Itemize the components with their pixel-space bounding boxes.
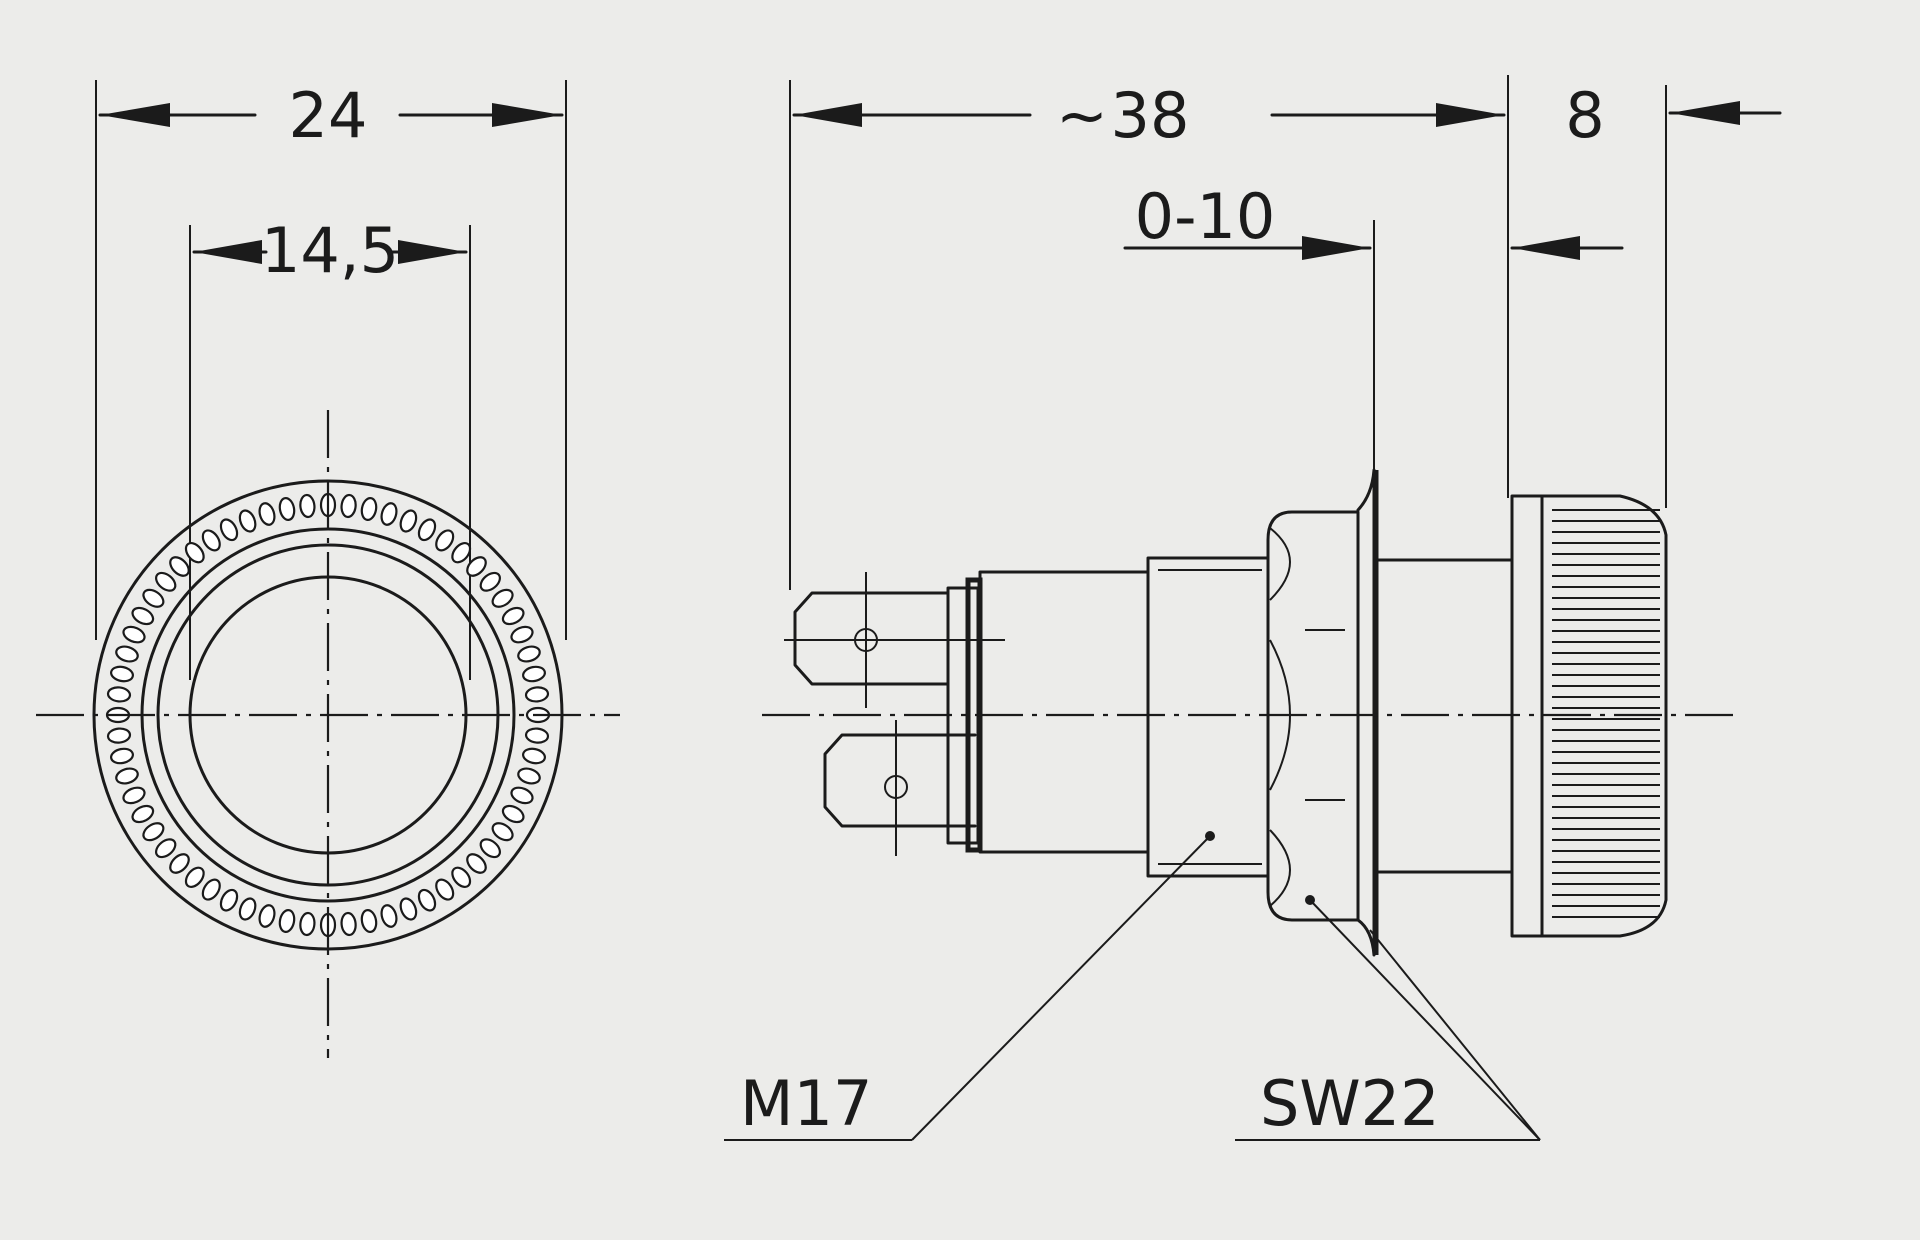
knurl-bead xyxy=(399,897,418,921)
knurl-bead xyxy=(169,556,190,577)
knurl-bead xyxy=(201,878,221,901)
dimension-outer-diameter: 24 xyxy=(289,79,368,152)
knurl-bead xyxy=(278,497,296,521)
dimension-panel-thickness: 0-10 xyxy=(1135,180,1276,253)
knurl-ridges xyxy=(1552,509,1660,918)
knurl-bead xyxy=(219,518,239,542)
knurl-bead xyxy=(110,747,134,765)
knurl-bead xyxy=(258,904,276,928)
knurl-bead xyxy=(522,747,546,765)
knurl-bead xyxy=(360,909,378,933)
knurl-bead xyxy=(184,542,205,564)
knurl-bead xyxy=(131,804,155,824)
knurl-bead xyxy=(522,665,546,683)
knurl-bead xyxy=(417,888,437,912)
knurl-bead xyxy=(360,497,378,521)
knurl-bead xyxy=(479,838,501,859)
knurl-bead xyxy=(122,625,146,644)
callout-wrench-size: SW22 xyxy=(1260,1067,1440,1140)
knurl-bead xyxy=(131,606,155,626)
dimension-knob-length: 8 xyxy=(1565,79,1604,152)
knurl-bead xyxy=(466,853,487,874)
knurl-bead xyxy=(517,645,541,663)
callout-thread: M17 xyxy=(740,1067,872,1140)
knurl-bead xyxy=(510,786,534,805)
side-view: ~ 38 8 0-10 xyxy=(724,75,1782,1141)
knurl-bead xyxy=(106,686,132,703)
knurl-bead xyxy=(184,866,205,888)
knurl-bead xyxy=(142,822,165,842)
knurl-bead xyxy=(115,767,139,785)
knurl-bead xyxy=(299,911,316,937)
knurl-bead xyxy=(451,866,472,888)
knurl-bead xyxy=(479,571,501,592)
dimension-overall-length: 38 xyxy=(1111,79,1190,152)
knurl-bead xyxy=(380,904,398,928)
dimension-approx-symbol: ~ xyxy=(1056,79,1108,152)
knurl-bead xyxy=(340,493,357,519)
knurl-bead xyxy=(466,556,487,577)
knurl-bead xyxy=(201,529,221,552)
knurl-bead xyxy=(299,493,316,519)
knurl-bead xyxy=(451,542,472,564)
knurl-bead xyxy=(501,804,525,824)
knurl-bead xyxy=(524,727,550,744)
knurl-bead xyxy=(278,909,296,933)
knurl-bead xyxy=(340,911,357,937)
knurl-bead xyxy=(155,838,177,859)
knurl-ring xyxy=(105,492,551,938)
knurl-bead xyxy=(491,588,514,608)
knurl-bead xyxy=(524,686,550,703)
knurl-bead xyxy=(155,571,177,592)
knurl-bead xyxy=(510,625,534,644)
knurl-bead xyxy=(110,665,134,683)
knurl-bead xyxy=(258,502,276,526)
knurl-bead xyxy=(380,502,398,526)
knurl-bead xyxy=(435,529,455,552)
knurl-bead xyxy=(399,509,418,533)
knurl-bead xyxy=(142,588,165,608)
knurl-bead xyxy=(219,888,239,912)
knurl-bead xyxy=(122,786,146,805)
knurl-bead xyxy=(169,853,190,874)
knurl-bead xyxy=(501,606,525,626)
knurl-bead xyxy=(115,645,139,663)
knurl-bead xyxy=(238,509,257,533)
knurl-bead xyxy=(417,518,437,542)
knurl-bead xyxy=(491,822,514,842)
knurl-bead xyxy=(106,727,132,744)
knurl-bead xyxy=(435,878,455,901)
knurl-bead xyxy=(517,767,541,785)
front-view: 24 14,5 xyxy=(36,79,620,1058)
knurl-bead xyxy=(238,897,257,921)
dimension-inner-diameter: 14,5 xyxy=(261,214,399,287)
